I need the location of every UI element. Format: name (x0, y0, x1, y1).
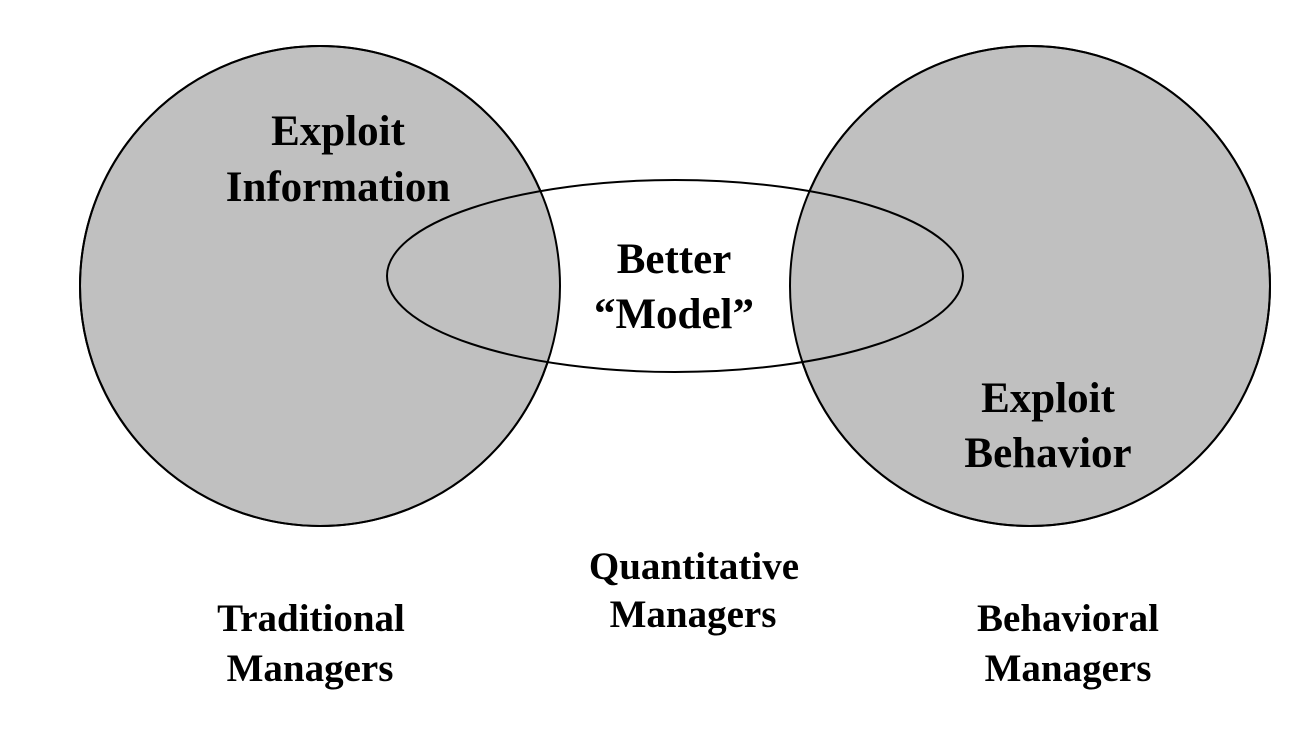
caption-traditional-line1: Traditional (217, 597, 405, 640)
center-ellipse-label-line2: “Model” (594, 291, 754, 338)
caption-behavioral-line2: Managers (985, 647, 1152, 690)
left-circle-label-line1: Exploit (271, 108, 405, 155)
caption-quantitative-line1: Quantitative (589, 545, 799, 588)
caption-traditional-line2: Managers (227, 647, 394, 690)
caption-behavioral-line1: Behavioral (977, 597, 1159, 640)
caption-quantitative-line2: Managers (610, 593, 777, 636)
center-ellipse-label-line1: Better (617, 236, 732, 283)
center-ellipse (386, 179, 964, 373)
right-circle-label-line1: Exploit (981, 375, 1115, 422)
right-circle-outline (789, 45, 1271, 527)
left-circle-label-line2: Information (226, 164, 451, 211)
left-circle-outline (79, 45, 561, 527)
right-circle-label-line2: Behavior (964, 430, 1131, 477)
